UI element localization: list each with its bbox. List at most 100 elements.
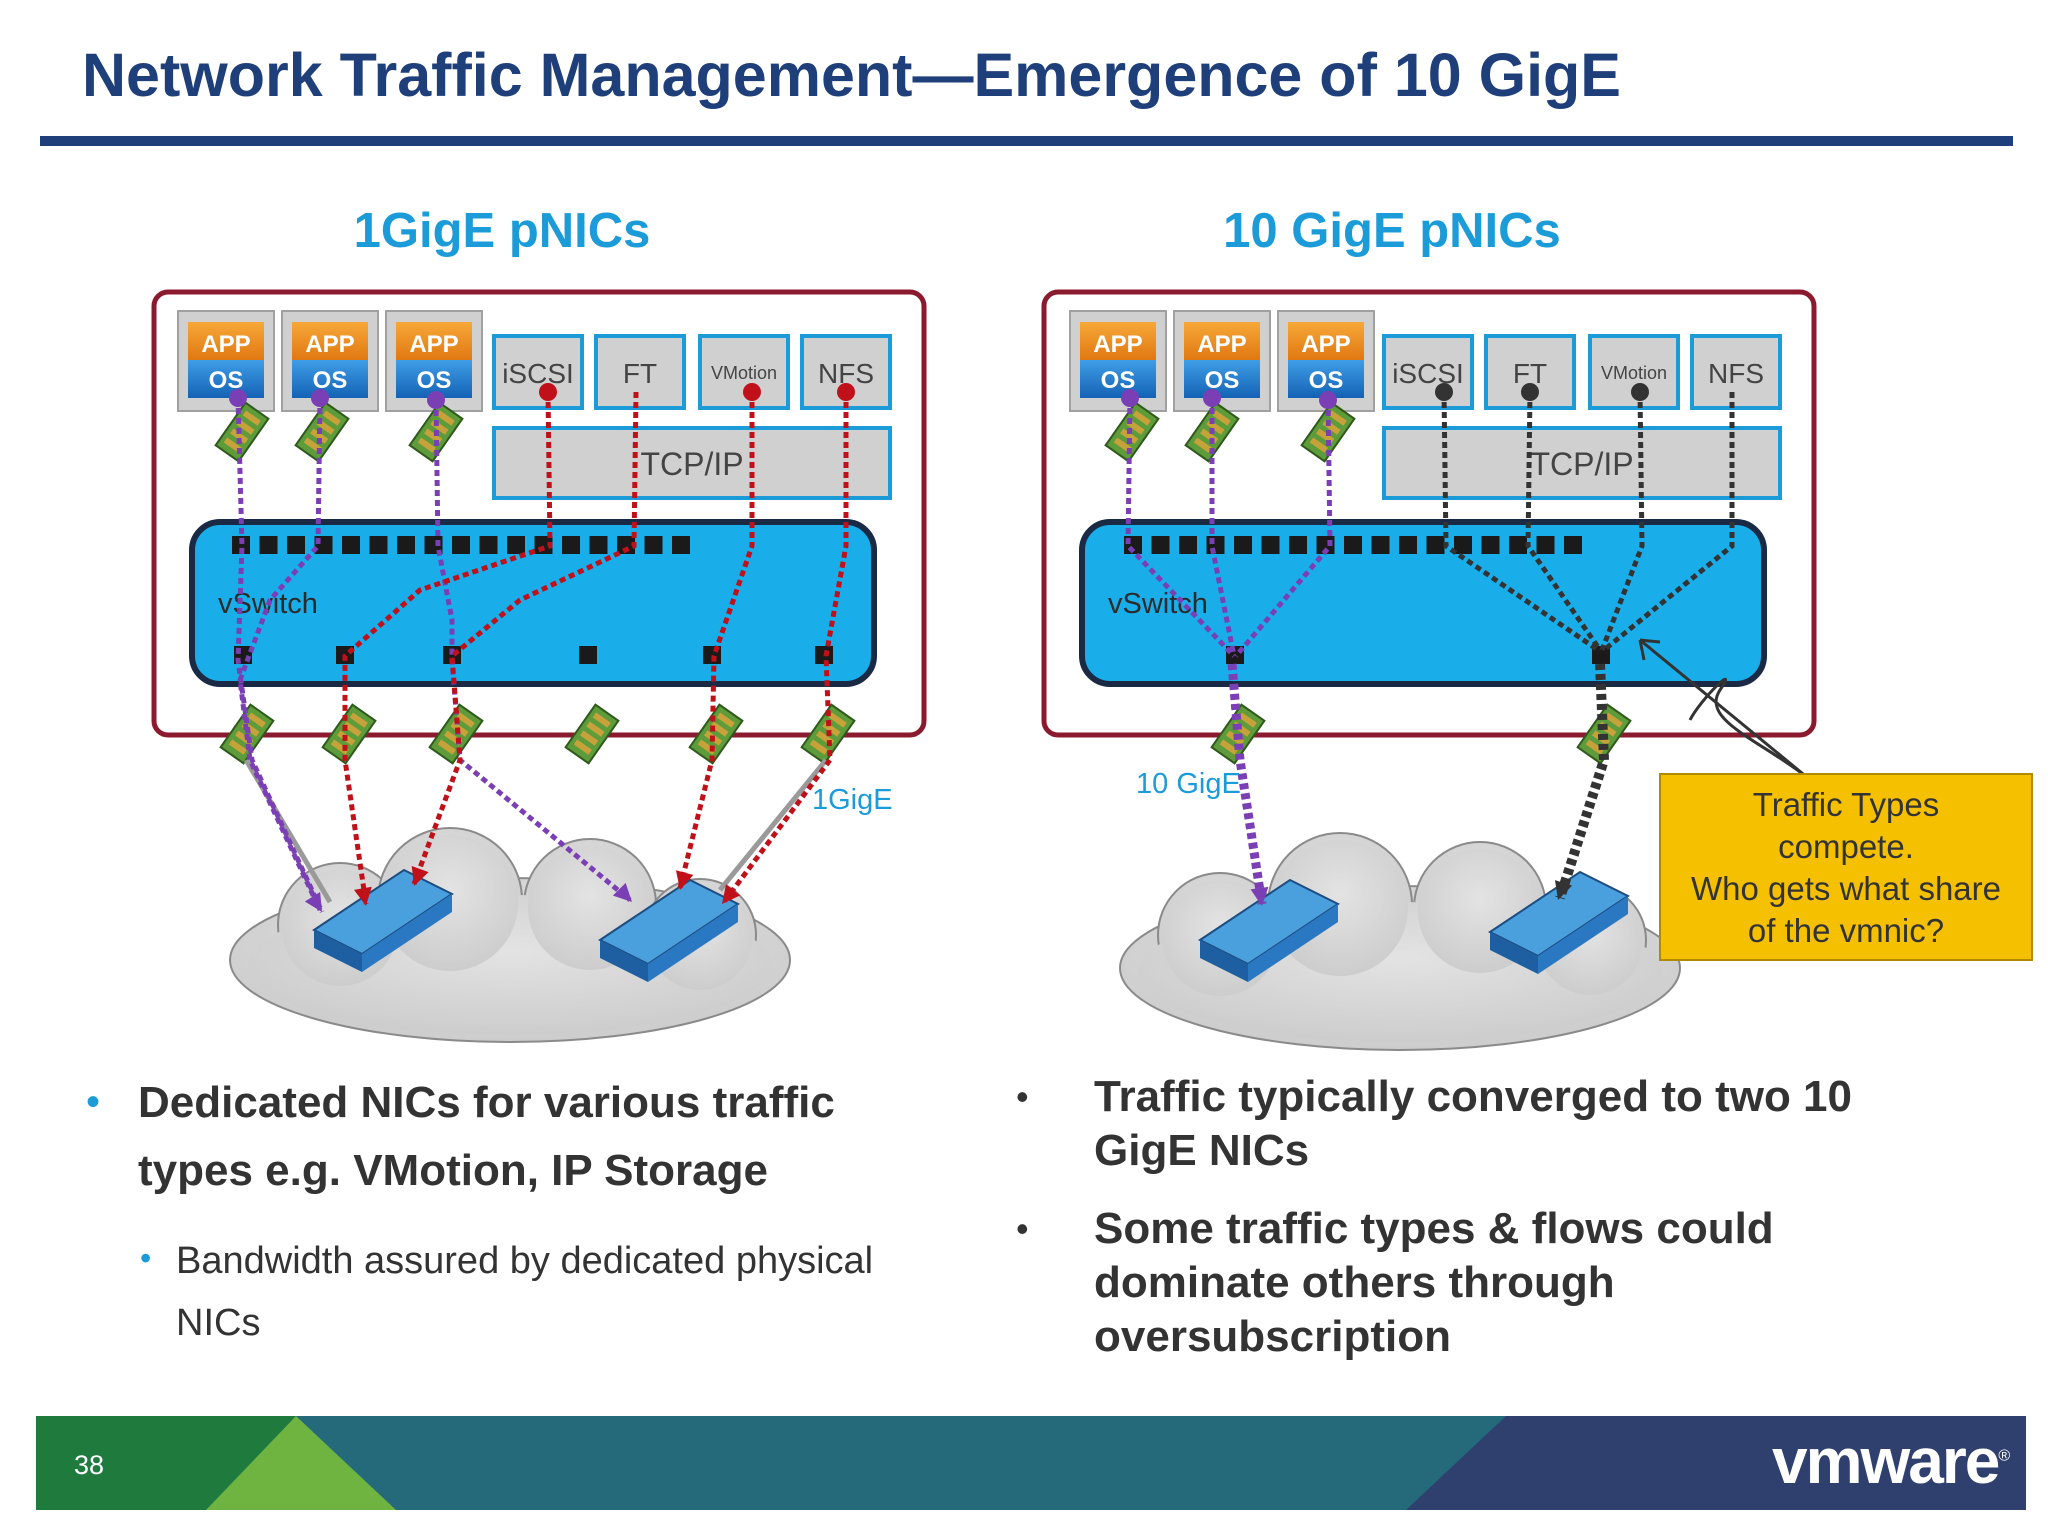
right-flow-vmotion-start	[1631, 383, 1649, 401]
svg-text:iSCSI: iSCSI	[1392, 358, 1464, 389]
right-top-port-13	[1481, 536, 1500, 554]
right-flow-vm-1-start	[1121, 389, 1139, 407]
left-flow-nfs	[721, 392, 849, 904]
svg-text:VMotion: VMotion	[711, 363, 777, 383]
left-vm-3-os: OS	[417, 367, 452, 394]
left-top-port-9	[479, 536, 498, 554]
right-top-port-6	[1289, 536, 1307, 554]
left-top-port-12	[562, 536, 580, 554]
right-traffic-iscsi: iSCSI	[1382, 334, 1474, 410]
left-top-port-1	[259, 536, 278, 554]
left-cable-nfs	[718, 758, 828, 892]
left-top-port-16	[672, 536, 690, 554]
left-flow-iscsi	[342, 391, 553, 905]
left-top-port-2	[287, 536, 305, 554]
left-bottom-port-3	[579, 646, 597, 664]
left-traffic-flows	[229, 383, 855, 914]
left-top-port-10	[507, 536, 525, 554]
left-traffic-vmotion: VMotion	[698, 334, 790, 410]
left-sub-bullet-dot: •	[140, 1240, 152, 1276]
right-top-port-10	[1399, 536, 1417, 554]
left-link-label: 1GigE	[812, 784, 893, 816]
right-traffic-nfs: NFS	[1690, 334, 1782, 410]
footer-band	[36, 1416, 2026, 1510]
left-traffic-iscsi: iSCSI	[492, 334, 584, 410]
left-top-port-8	[452, 536, 470, 554]
left-sub-bullet-line-2: NICs	[176, 1302, 261, 1344]
left-flow-vmotion-arrow	[675, 870, 694, 890]
right-heading: 10 GigE pNICs	[1223, 204, 1561, 258]
title-rule	[40, 136, 2013, 146]
right-bullet-2-dot: •	[1016, 1208, 1029, 1249]
left-top-port-13	[589, 536, 608, 554]
left-flow-ft-arrow	[411, 866, 429, 886]
right-flow-ft	[1525, 391, 1603, 652]
left-physical-switch-2	[598, 878, 740, 982]
right-top-port-1	[1151, 536, 1170, 554]
svg-text:NFS: NFS	[1708, 358, 1764, 389]
left-flow-nfs-start	[837, 383, 855, 401]
logo-text: vmware	[1772, 1425, 2000, 1497]
slide-title: Network Traffic Management—Emergence of …	[82, 41, 1621, 109]
left-flow-vm-3-start	[427, 391, 445, 409]
left-flow-vm-2-start	[311, 389, 329, 407]
right-top-port-2	[1179, 536, 1197, 554]
left-flow-vmotion	[677, 392, 755, 889]
svg-text:TCP/IP: TCP/IP	[640, 446, 743, 482]
right-top-port-15	[1536, 536, 1555, 554]
right-link-label: 10 GigE	[1136, 768, 1241, 800]
left-top-port-5	[369, 536, 388, 554]
vmware-logo: vmware®	[1772, 1425, 2010, 1497]
right-bullet-2-line-3: oversubscription	[1094, 1312, 1451, 1361]
callout-pointer	[1638, 638, 1809, 780]
left-pnic-3	[564, 703, 620, 765]
right-flow-vm-arrow	[1250, 886, 1269, 906]
right-flow-vm-2-start	[1203, 389, 1221, 407]
right-top-port-12	[1454, 536, 1472, 554]
right-flow-iscsi	[1441, 391, 1600, 653]
left-flow-vm-1	[235, 397, 325, 914]
left-flow-ft	[411, 391, 639, 885]
left-vm-3-app: APP	[409, 331, 458, 358]
right-bottom-port-1	[1592, 646, 1610, 664]
right-flow-converged-trunk	[1555, 663, 1610, 900]
left-bullet-dot: •	[86, 1080, 101, 1124]
left-top-port-6	[397, 536, 415, 554]
left-vm-2: APP OS	[281, 310, 379, 412]
right-top-port-4	[1234, 536, 1252, 554]
left-tcpip-stack: TCP/IP	[492, 426, 892, 500]
right-physical-switch-2	[1488, 870, 1630, 974]
right-physical-switch-1	[1198, 878, 1340, 982]
left-vm-2-app: APP	[305, 331, 354, 358]
left-bullet-line-1: Dedicated NICs for various traffic	[138, 1078, 835, 1127]
left-sub-bullet-line-1: Bandwidth assured by dedicated physical	[176, 1240, 874, 1282]
left-physical-switch-1	[312, 868, 454, 972]
right-bullet-1-line-2: GigE NICs	[1094, 1126, 1310, 1175]
right-top-port-8	[1344, 536, 1362, 554]
right-vm-1: APP OS	[1069, 310, 1167, 412]
right-top-port-5	[1261, 536, 1280, 554]
svg-text:FT: FT	[623, 358, 657, 389]
right-bullet-1-dot: •	[1016, 1076, 1029, 1117]
svg-text:iSCSI: iSCSI	[502, 358, 574, 389]
left-vm-1-app: APP	[201, 331, 250, 358]
callout-line-1: Traffic Types	[1753, 786, 1939, 823]
callout-line-4: of the vmnic?	[1748, 912, 1944, 949]
right-bullet-1-line-1: Traffic typically converged to two 10	[1094, 1072, 1852, 1121]
right-flow-vm-2	[1209, 398, 1237, 657]
left-vswitch: vSwitch	[189, 519, 877, 687]
left-bullet-line-2: types e.g. VMotion, IP Storage	[138, 1146, 768, 1195]
right-flow-vm-3	[1234, 399, 1333, 658]
right-top-port-14	[1509, 536, 1527, 554]
right-flow-converged-arrow	[1555, 880, 1573, 900]
left-flow-vmotion-start	[743, 383, 761, 401]
right-vm-2: APP OS	[1173, 310, 1271, 412]
right-flow-vm-3-start	[1319, 391, 1337, 409]
right-tcpip-stack: TCP/IP	[1382, 426, 1782, 500]
right-top-port-16	[1564, 536, 1582, 554]
left-pnic-1	[321, 703, 377, 765]
left-flow-vm-1-arrow	[304, 891, 322, 912]
left-top-port-0	[232, 536, 250, 554]
